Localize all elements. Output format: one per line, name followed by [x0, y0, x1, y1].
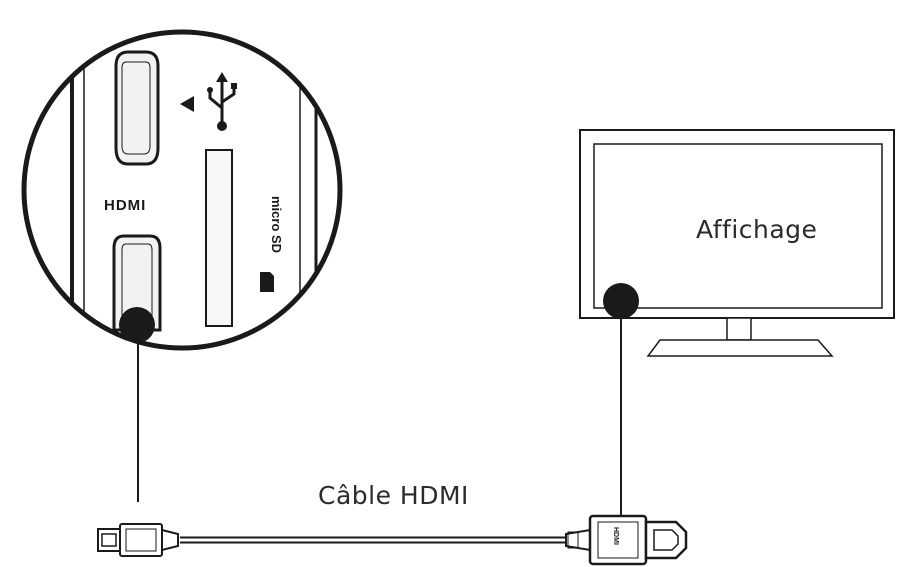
cable-label: Câble HDMI: [318, 481, 469, 510]
hdmi-cable: HDMI: [97, 514, 688, 566]
micro-hdmi-plug: [97, 523, 179, 557]
sd-card-icon: [260, 272, 274, 292]
plug-label: HDMI: [612, 527, 619, 545]
sd-slot-label: micro SD: [269, 196, 284, 253]
device-zoom-view: HDMI micro SD: [21, 29, 343, 351]
hdmi-plug: HDMI: [565, 514, 688, 566]
hdmi-port-connection-dot: [119, 307, 155, 343]
usb-port: [114, 50, 160, 166]
display-connection-dot: [603, 283, 639, 319]
usb-icon: [207, 72, 237, 131]
display-label: Affichage: [696, 215, 817, 244]
arrow-left-icon: [180, 96, 194, 112]
display-monitor: Affichage: [579, 129, 895, 357]
hdmi-port-label: HDMI: [104, 197, 146, 214]
sd-card-slot: [205, 149, 233, 327]
hdmi-port: [112, 234, 162, 332]
